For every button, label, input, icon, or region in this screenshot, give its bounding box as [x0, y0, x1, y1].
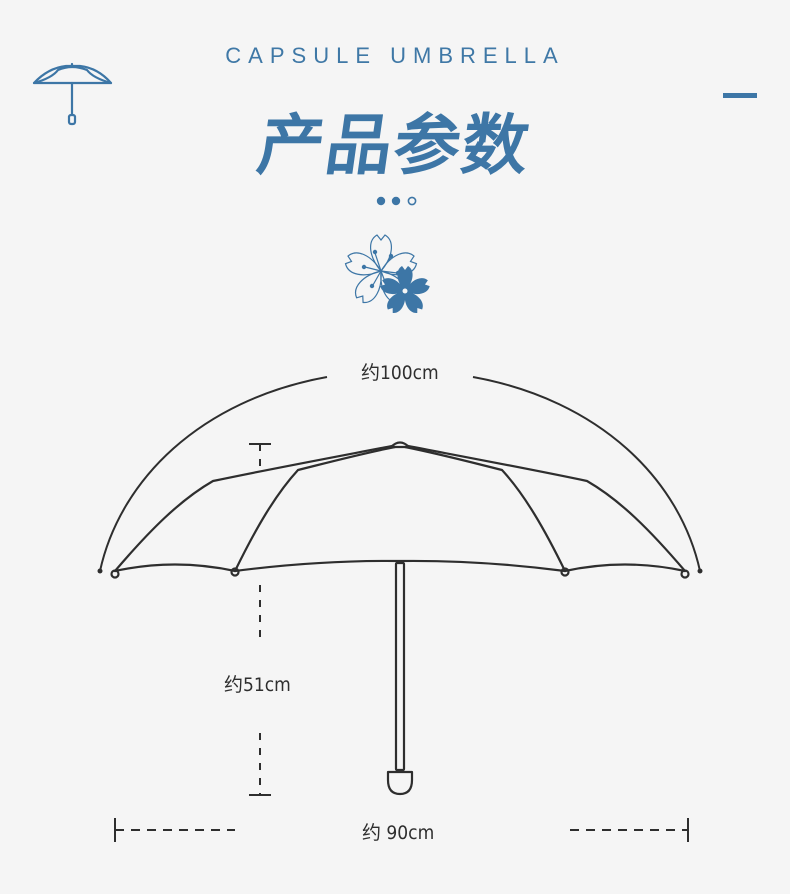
- arc-length-label: 约100cm: [361, 362, 439, 384]
- dash-icon: [723, 93, 757, 98]
- width-measure: [114, 818, 689, 842]
- umbrella-canopy: [110, 441, 690, 579]
- pagination-dots: [376, 196, 417, 206]
- subtitle: CAPSULE UMBRELLA: [225, 43, 565, 68]
- height-label: 约51cm: [224, 674, 291, 696]
- width-label: 约 90cm: [362, 822, 435, 844]
- arc-measure: [97, 376, 703, 574]
- height-measure: [249, 443, 271, 796]
- umbrella-icon: [32, 62, 113, 126]
- cherry-blossom-icon: [344, 234, 430, 313]
- page-title: 产品参数: [252, 107, 536, 184]
- umbrella-shaft: [386, 561, 414, 796]
